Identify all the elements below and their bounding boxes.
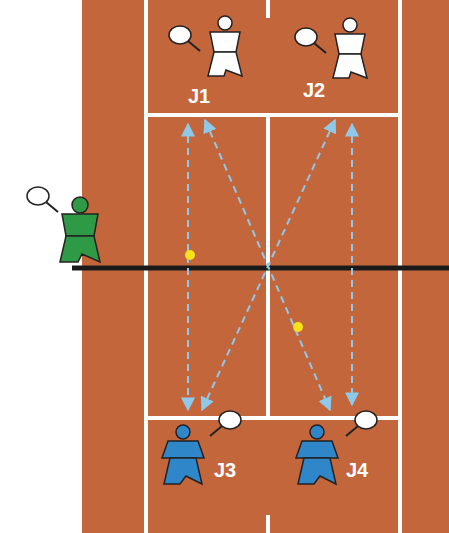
player-label: J4 (346, 460, 368, 480)
player-label: J2 (303, 80, 325, 100)
player-label: J1 (188, 86, 210, 106)
player-label: J3 (214, 460, 236, 480)
